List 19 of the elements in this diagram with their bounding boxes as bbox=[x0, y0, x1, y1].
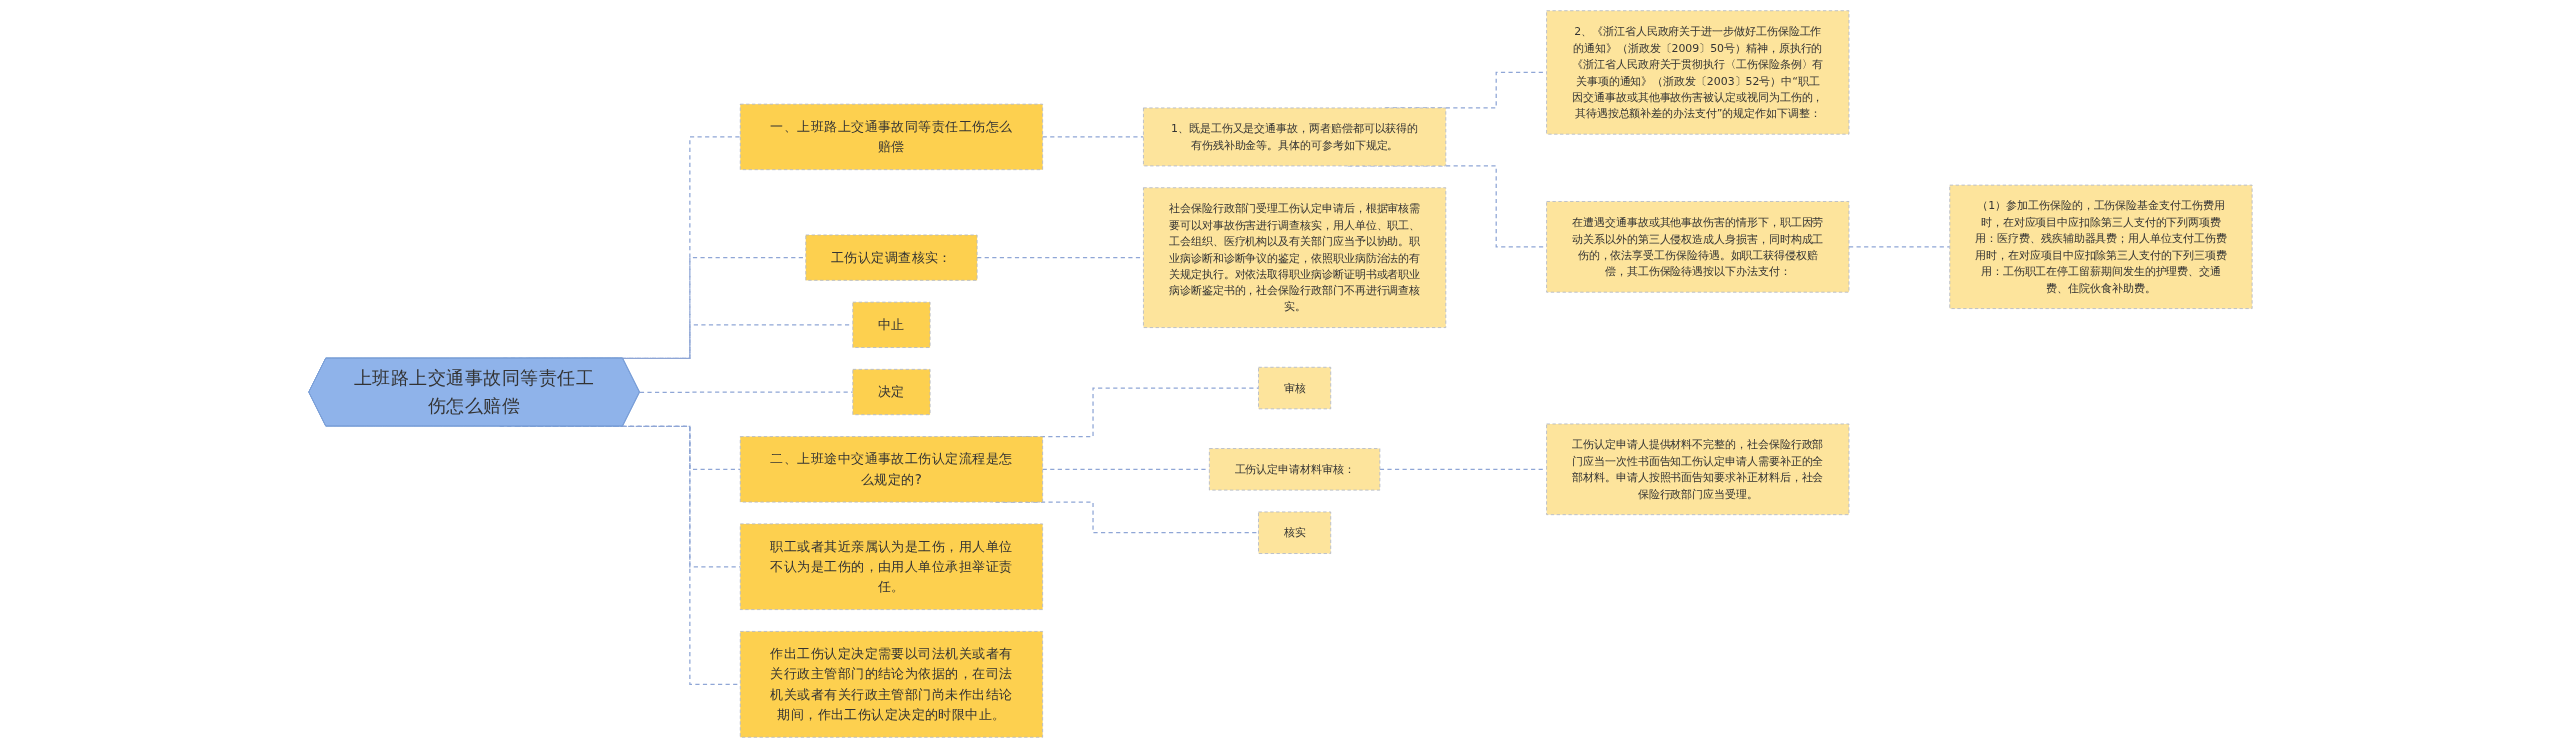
node-box: 工伤认定申请材料审核： bbox=[1208, 448, 1380, 491]
connector bbox=[1041, 136, 1144, 138]
node-box: 审核 bbox=[1257, 366, 1331, 410]
node-box: （1）参加工伤保险的，工伤保险基金支付工伤费用时，在对应项目中应扣除第三人支付的下列两项费用：医疗费、残疾辅助器具费；用人单位支付工伤费用时，在对应项目中应扣除第三人支付的下列三项费用：工伤职工在停工留薪期间发生的护理费、交通费、住院伙食补助费。 bbox=[1948, 184, 2253, 309]
node-box: 二、上班途中交通事故工伤认定流程是怎么规定的? bbox=[739, 436, 1043, 503]
node-box: 决定 bbox=[851, 368, 931, 416]
node-box: 核实 bbox=[1257, 511, 1331, 554]
node-box: 2、《浙江省人民政府关于进一步做好工伤保险工作的通知》（浙政发〔2009〕50号）精神，原执行的《浙江省人民政府关于贯彻执行〈工伤保险条例〉有关事项的通知》（浙政发〔2003〕52号）中“职工因交通事故或其他事故伤害被认定或视同为工伤的，其待遇按总额补差的办法支付”的规定作如下调整： bbox=[1545, 10, 1849, 135]
node-box: 社会保险行政部门受理工伤认定申请后，根据审核需要可以对事故伤害进行调查核实，用人单位、职工、工会组织、医疗机构以及有关部门应当予以协助。职业病诊断和诊断争议的鉴定，依照职业病防治法的有关规定执行。对依法取得职业病诊断证明书或者职业病诊断鉴定书的，社会保险行政部门不再进行调查核实。 bbox=[1142, 187, 1446, 328]
connector bbox=[1847, 246, 1950, 248]
connector bbox=[976, 257, 1144, 259]
node-box: 职工或者其近亲属认为是工伤，用人单位不认为是工伤的，由用人单位承担举证责任。 bbox=[739, 523, 1043, 610]
node-box: 中止 bbox=[851, 301, 931, 348]
node-box: 在遭遇交通事故或其他事故伤害的情形下，职工因劳动关系以外的第三人侵权造成人身损害，同时构成工伤的，依法享受工伤保险待遇。如职工获得侵权赔偿，其工伤保险待遇按以下办法支付： bbox=[1545, 201, 1849, 293]
node-box: 工伤认定申请人提供材料不完整的，社会保险行政部门应当一次性书面告知工伤认定申请人需要补正的全部材料。申请人按照书面告知要求补正材料后，社会保险行政部门应当受理。 bbox=[1545, 423, 1849, 516]
node-box: 工伤认定调查核实： bbox=[804, 234, 978, 281]
node-box: 1、既是工伤又是交通事故，两者赔偿都可以获得的有伤残补助金等。具体的可参考如下规定。 bbox=[1142, 107, 1446, 167]
node-box: 一、上班路上交通事故同等责任工伤怎么赔偿 bbox=[739, 103, 1043, 171]
node-box: 作出工伤认定决定需要以司法机关或者有关行政主管部门的结论为依据的，在司法机关或者有关行政主管部门尚未作出结论期间，作出工伤认定决定的时限中止。 bbox=[739, 631, 1043, 738]
